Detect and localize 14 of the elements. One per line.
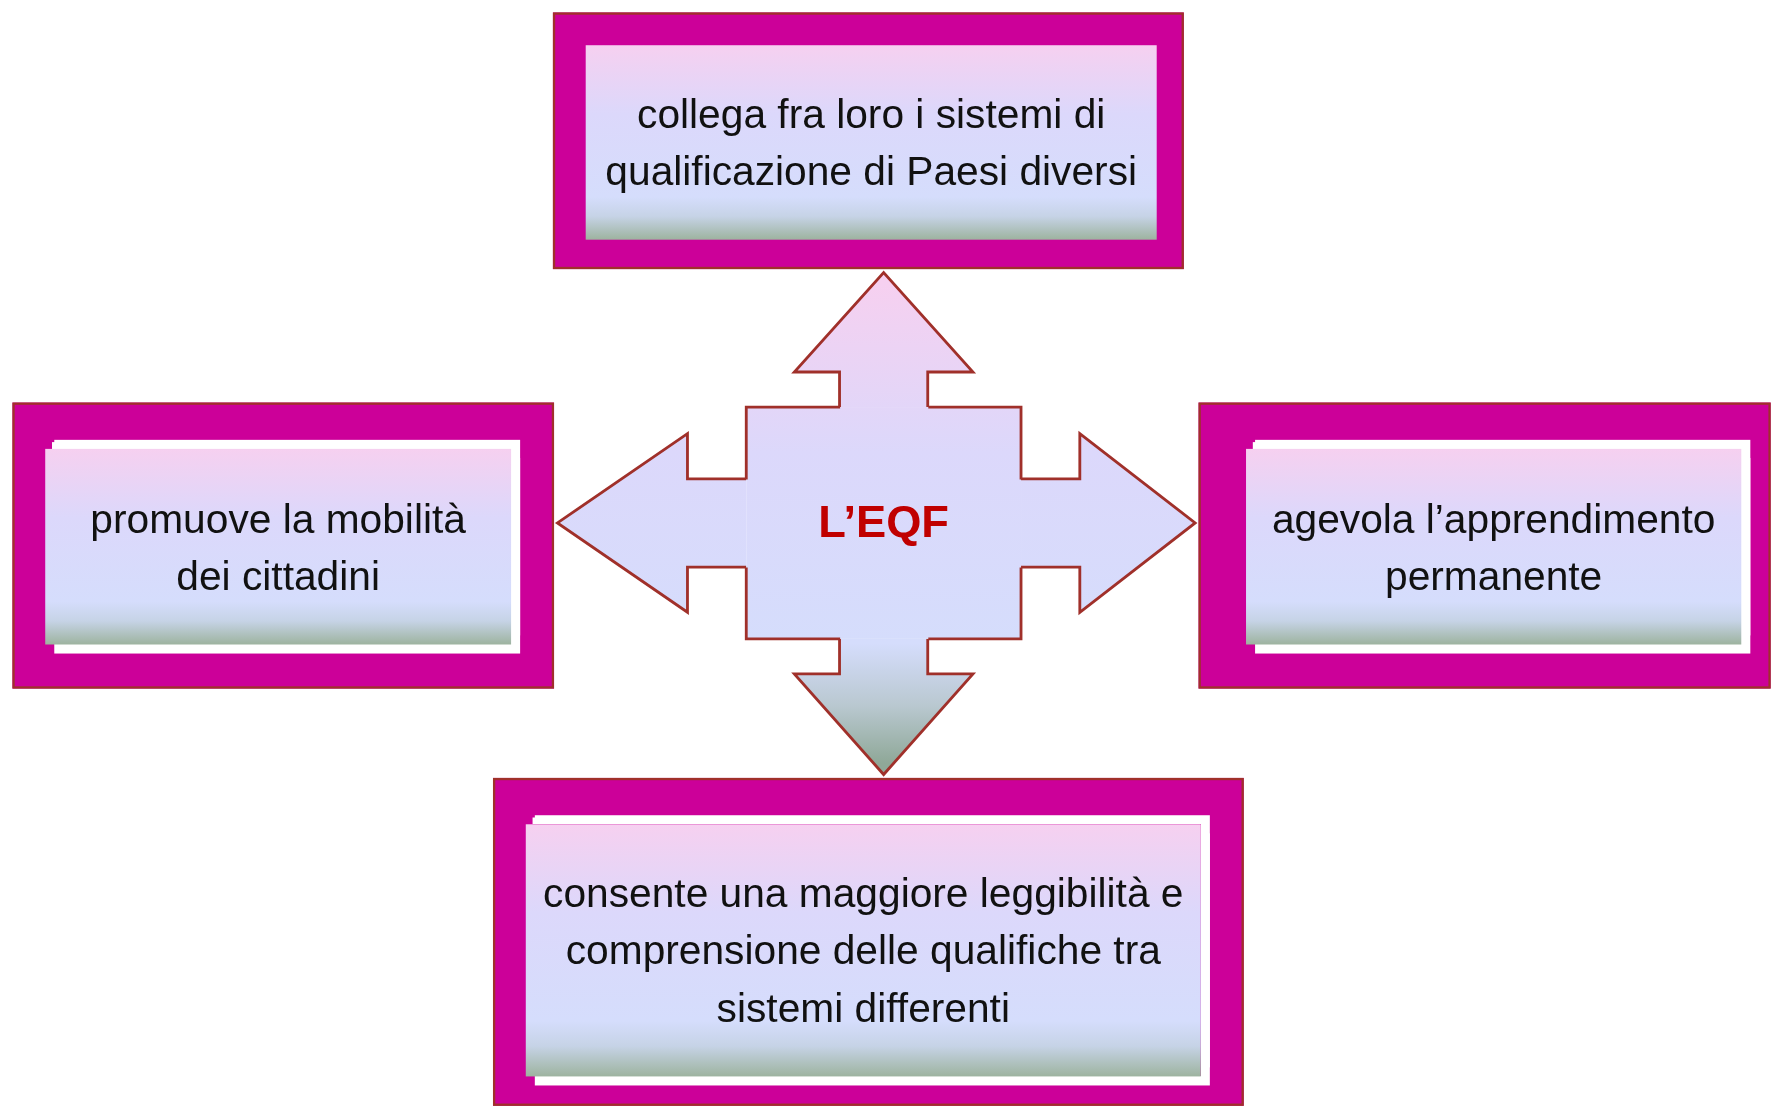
box-text: consente una maggiore leggibilità e comprensione delle qualifiche tra sistemi differenti	[542, 868, 1185, 1034]
callout-box	[12, 402, 555, 689]
block-arrow	[791, 637, 977, 777]
callout-box	[493, 777, 1244, 1106]
center-title: L’EQF	[817, 495, 950, 549]
box-text: collega fra loro i sistemi di qualificazione di Paesi diversi	[604, 89, 1139, 197]
callout-box	[1198, 402, 1771, 689]
box-text: agevola l’apprendimento permanente	[1270, 493, 1717, 601]
box-text: promuove la mobilità dei cittadini	[89, 493, 467, 601]
four-way-arrow-center	[746, 407, 1021, 639]
block-arrow	[791, 270, 977, 409]
block-arrow	[554, 430, 748, 615]
block-arrow	[1019, 430, 1198, 616]
callout-box	[552, 12, 1184, 270]
